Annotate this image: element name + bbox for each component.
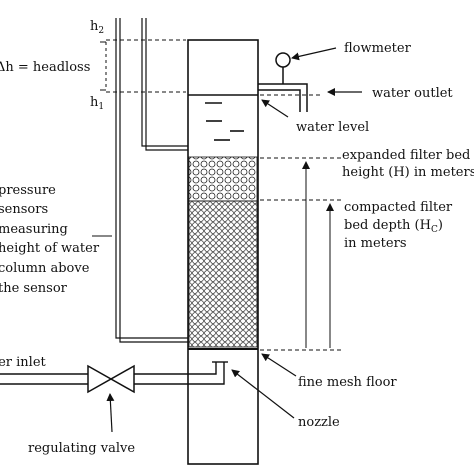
expanded-filter-bed [188, 156, 258, 202]
flowmeter-icon [275, 52, 291, 68]
fine-mesh-floor-arrow [261, 353, 297, 377]
water-inlet-pipe [0, 362, 225, 385]
pressure-label-line3: measuring [0, 222, 68, 237]
water-inlet-label: water inlet [0, 355, 47, 370]
headloss-bracket [100, 41, 106, 91]
nozzle-arrow [231, 369, 295, 419]
water-level-arrow [261, 99, 289, 118]
compacted-bed-label-line1: compacted filter [344, 200, 453, 215]
expanded-bed-label-line2: height (H) in meters [342, 165, 474, 180]
expanded-bed-label-line1: expanded filter bed [342, 148, 470, 163]
pressure-label-line4: height of water [0, 241, 100, 256]
water-outlet-label: water outlet [372, 86, 453, 101]
regulating-valve-icon [87, 364, 135, 394]
h1-label: h1 [90, 95, 104, 112]
compacted-bed-label-line2: bed depth (HC) [344, 218, 443, 235]
pressure-sensor-tube-upper [141, 18, 188, 151]
pressure-label-line2: sensors [0, 202, 48, 217]
h2-label: h2 [90, 19, 104, 36]
pressure-label-line5: column above [0, 261, 90, 276]
fine-mesh-floor-label: fine mesh floor [298, 375, 397, 390]
regulating-valve-label: regulating valve [28, 441, 135, 456]
compacted-bed-label-line3: in meters [344, 236, 407, 251]
compacted-filter-bed [188, 200, 258, 348]
flowmeter-arrow [291, 47, 337, 61]
pressure-sensor-tube-lower [115, 18, 188, 343]
water-level-label: water level [296, 120, 369, 135]
regulating-valve-arrow [106, 393, 115, 433]
filter-column [187, 39, 259, 465]
headloss-label: Δh = headloss [0, 60, 90, 75]
pressure-label-line1: pressure [0, 183, 56, 198]
flowmeter-label: flowmeter [344, 41, 412, 56]
pressure-label-line6: the sensor [0, 281, 68, 296]
nozzle-label: nozzle [298, 415, 340, 430]
water-outlet-pipe [258, 83, 308, 112]
